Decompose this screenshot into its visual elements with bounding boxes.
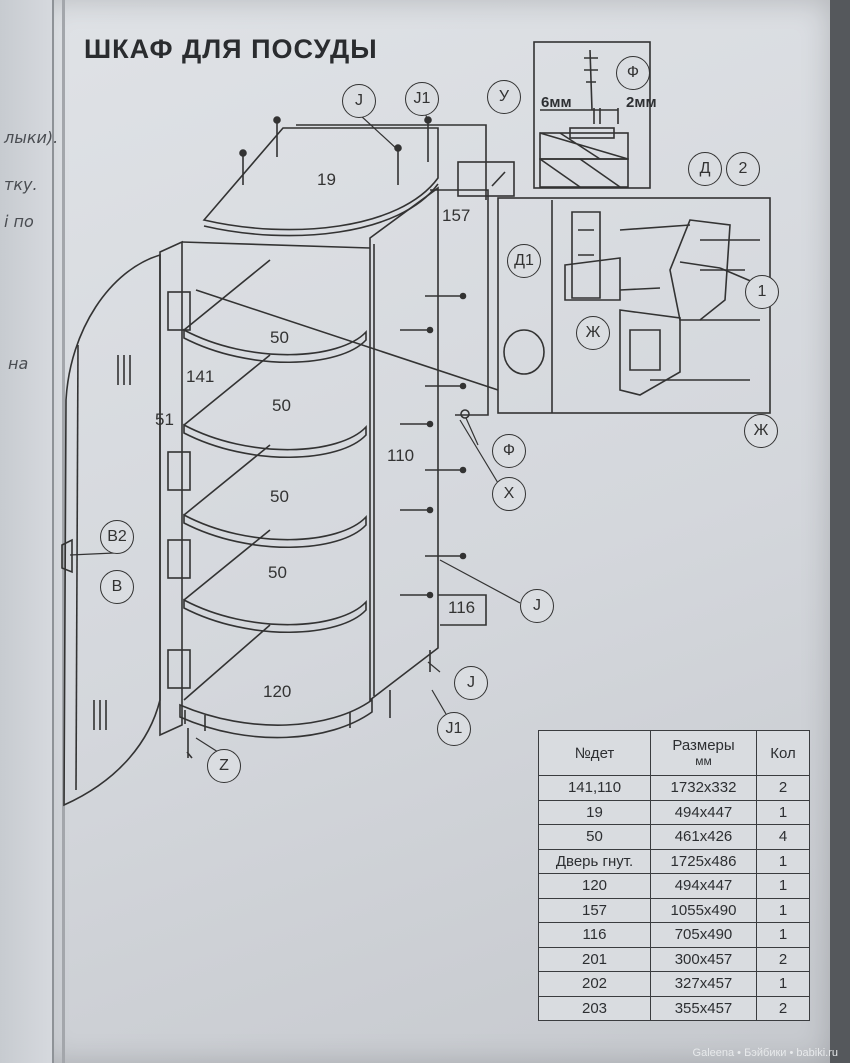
door-inner-edge xyxy=(75,344,79,791)
header-part: №дет xyxy=(538,730,651,776)
curved-door xyxy=(63,253,161,807)
table-cell-qty: 2 xyxy=(756,995,810,1021)
callout-b2: B2 xyxy=(100,520,134,554)
detail-dim-left: 6мм xyxy=(541,94,572,111)
table-cell-qty: 1 xyxy=(756,873,810,899)
callout-b: B xyxy=(100,570,134,604)
callout-z: Z xyxy=(207,749,241,783)
callout-x: X xyxy=(492,477,526,511)
table-cell-part: 201 xyxy=(538,946,651,972)
header-size: Размеры мм xyxy=(650,730,757,776)
right-side-panel-110 xyxy=(369,186,439,702)
header-size-label: Размеры xyxy=(672,736,735,754)
callout-f: Ф xyxy=(492,434,526,468)
table-cell-size: 705x490 xyxy=(650,922,757,948)
table-cell-size: 494x447 xyxy=(650,799,757,825)
callout-j1: J1 xyxy=(437,712,471,746)
panel-number: 51 xyxy=(155,410,174,429)
bottom-panel-120 xyxy=(179,698,373,739)
table-cell-qty: 4 xyxy=(756,824,810,850)
table-cell-size: 327x457 xyxy=(650,971,757,997)
table-cell-part: 157 xyxy=(538,897,651,923)
panel-number: 157 xyxy=(442,206,471,225)
table-cell-size: 300x457 xyxy=(650,946,757,972)
top-panel-19 xyxy=(202,127,439,231)
panel-number: 19 xyxy=(317,170,336,189)
shelf-50 xyxy=(183,328,367,363)
table-cell-qty: 1 xyxy=(756,971,810,997)
panel-number: 141 xyxy=(186,367,215,386)
table-cell-size: 461x426 xyxy=(650,824,757,850)
table-cell-qty: 1 xyxy=(756,897,810,923)
left-page-edge: лыки). тку. і по на xyxy=(0,0,58,1063)
table-cell-size: 1732x332 xyxy=(650,775,757,801)
sheet-fold-line xyxy=(62,0,65,1063)
watermark: Galeena • Бэйбики • babiki.ru xyxy=(692,1047,838,1059)
table-cell-qty: 1 xyxy=(756,922,810,948)
table-cell-part: 50 xyxy=(538,824,651,850)
shelf-50 xyxy=(183,423,367,458)
table-cell-qty: 2 xyxy=(756,775,810,801)
panel-number: 50 xyxy=(268,563,287,582)
left-page-text: і по xyxy=(4,212,34,231)
panel-number: 110 xyxy=(387,446,415,465)
panel-number: 120 xyxy=(263,682,292,701)
left-page-text: на xyxy=(8,354,29,373)
left-side-panel xyxy=(159,240,183,737)
table-cell-part: Дверь гнут. xyxy=(538,848,651,874)
panel-number: 116 xyxy=(448,598,476,617)
shelf-50 xyxy=(183,598,367,633)
left-page-text: лыки). xyxy=(4,128,59,147)
table-cell-qty: 1 xyxy=(756,799,810,825)
table-cell-part: 141,110 xyxy=(538,775,651,801)
shelf-50 xyxy=(183,513,367,548)
panel-number: 50 xyxy=(270,487,289,506)
callout-j1: J1 xyxy=(405,82,439,116)
table-cell-size: 1055x490 xyxy=(650,897,757,923)
table-cell-size: 1725x486 xyxy=(650,848,757,874)
callout-j: J xyxy=(520,589,554,623)
table-header-row: №дет Размеры мм Кол xyxy=(538,730,810,776)
callout-f: Ф xyxy=(616,56,650,90)
table-cell-part: 202 xyxy=(538,971,651,997)
detail-dim-right: 2мм xyxy=(626,94,657,111)
callout-d1: Д1 xyxy=(507,244,541,278)
diagram-title: ШКАФ ДЛЯ ПОСУДЫ xyxy=(84,34,378,64)
table-cell-qty: 2 xyxy=(756,946,810,972)
table-cell-part: 120 xyxy=(538,873,651,899)
table-cell-size: 494x447 xyxy=(650,873,757,899)
header-qty: Кол xyxy=(756,730,810,776)
table-cell-size: 355x457 xyxy=(650,995,757,1021)
callout-zh: Ж xyxy=(744,414,778,448)
table-cell-part: 203 xyxy=(538,995,651,1021)
panel-number: 50 xyxy=(272,396,291,415)
callout-1: 1 xyxy=(745,275,779,309)
detail-box-top xyxy=(533,41,651,189)
callout-2: 2 xyxy=(726,152,760,186)
callout-zh: Ж xyxy=(576,316,610,350)
callout-j: J xyxy=(454,666,488,700)
callout-u: У xyxy=(487,80,521,114)
callout-j: J xyxy=(342,84,376,118)
callout-d: Д xyxy=(688,152,722,186)
table-cell-part: 19 xyxy=(538,799,651,825)
header-size-unit: мм xyxy=(695,753,712,768)
table-cell-part: 116 xyxy=(538,922,651,948)
left-page-text: тку. xyxy=(4,175,38,194)
table-cell-qty: 1 xyxy=(756,848,810,874)
panel-number: 50 xyxy=(270,328,289,347)
